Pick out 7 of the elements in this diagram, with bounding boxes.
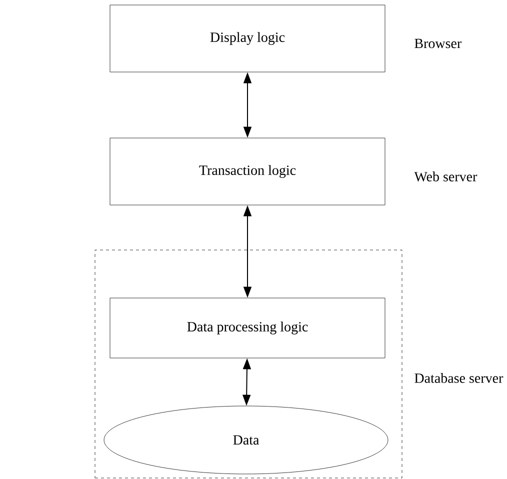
side-label: Database server	[414, 373, 504, 383]
process-box: Data processing logic	[110, 298, 386, 358]
dashed-group-box	[94, 250, 402, 478]
process-box: Display logic	[110, 4, 386, 72]
side-label: Web server	[414, 172, 478, 182]
side-label: Browser	[414, 38, 462, 48]
process-box: Transaction logic	[110, 138, 386, 206]
